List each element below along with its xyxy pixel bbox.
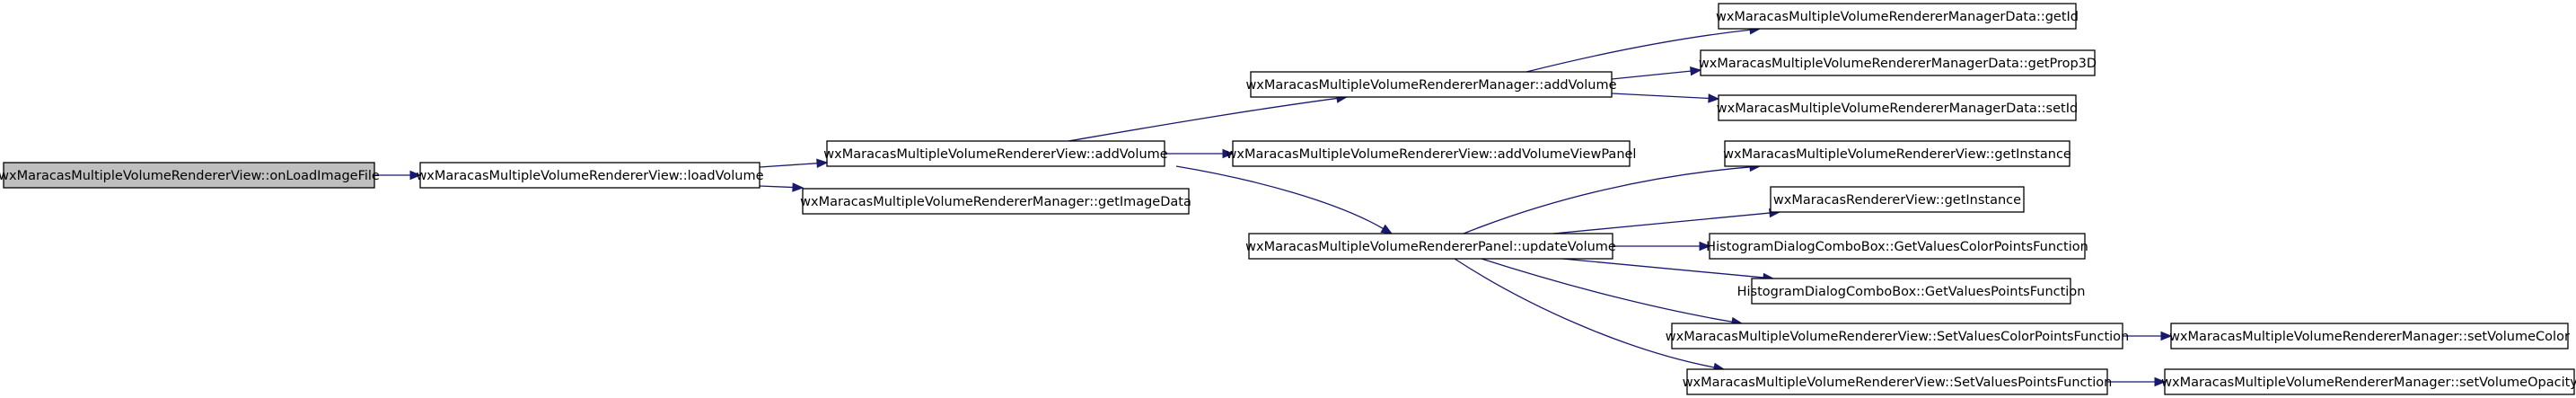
node-box[interactable] [1770, 186, 2025, 213]
node-loadVolume[interactable]: wxMaracasMultipleVolumeRendererView::loa… [416, 162, 764, 189]
edge-addVolumeMgr-to-mgrDataGetProp3D [1611, 66, 1702, 80]
edge-loadVolume-to-getImageData [759, 182, 804, 192]
edge-setValuesPoints-to-setVolumeOpacity [2107, 376, 2167, 387]
node-addVolumeMgr[interactable]: wxMaracasMultipleVolumeRendererManager::… [1245, 71, 1617, 98]
node-box[interactable] [419, 162, 760, 189]
node-setValuesPoints[interactable]: wxMaracasMultipleVolumeRendererView::Set… [1683, 368, 2113, 395]
node-rendererGetInstance[interactable]: wxMaracasRendererView::getInstance [1770, 186, 2025, 213]
node-addVolumeView[interactable]: wxMaracasMultipleVolumeRendererView::add… [823, 140, 1168, 167]
edge-updateVolume-to-viewGetInstance [1463, 162, 1762, 234]
node-label: wxMaracasMultipleVolumeRendererManager::… [2161, 376, 2576, 390]
node-setVolumeColor[interactable]: wxMaracasMultipleVolumeRendererManager::… [2169, 323, 2570, 349]
arrow-head-icon [816, 158, 829, 168]
node-label: wxMaracasMultipleVolumeRendererView::get… [1723, 147, 2071, 162]
node-label: wxMaracasRendererView::getInstance [1773, 193, 2021, 208]
node-box[interactable] [1751, 278, 2071, 305]
node-label: wxMaracasMultipleVolumeRendererView::Set… [1683, 376, 2113, 390]
edge-line [1454, 258, 1716, 368]
edge-updateVolume-to-setValuesPoints [1454, 258, 1726, 372]
arrow-head-icon [2154, 376, 2167, 387]
edge-updateVolume-to-getValuesColorPoints [1613, 241, 1711, 252]
edge-updateVolume-to-getValuesPoints [1561, 258, 1775, 283]
node-label: wxMaracasMultipleVolumeRendererManagerDa… [1717, 102, 2078, 116]
node-label: wxMaracasMultipleVolumeRendererManager::… [1245, 78, 1616, 93]
edge-updateVolume-to-setValuesColorPoints [1481, 258, 1744, 327]
edge-line [1525, 29, 1752, 73]
edge-line [759, 185, 795, 189]
node-mgrDataSetId[interactable]: wxMaracasMultipleVolumeRendererManagerDa… [1717, 94, 2078, 121]
edge-line [1611, 93, 1710, 100]
node-label: wxMaracasMultipleVolumeRendererPanel::up… [1245, 240, 1616, 254]
edge-line [759, 163, 819, 168]
edge-addVolumeView-to-updateVolume [1175, 165, 1394, 234]
node-box[interactable] [1724, 140, 2070, 167]
node-box[interactable] [1700, 49, 2096, 76]
node-box[interactable] [2170, 323, 2569, 349]
edge-line [1552, 212, 1772, 234]
node-mgrDataGetProp3D[interactable]: wxMaracasMultipleVolumeRendererManagerDa… [1699, 49, 2097, 76]
node-getValuesColorPoints[interactable]: HistogramDialogComboBox::GetValuesColorP… [1706, 233, 2088, 260]
node-box[interactable] [1718, 3, 2077, 30]
node-addVolumeViewPanel[interactable]: wxMaracasMultipleVolumeRendererView::add… [1226, 140, 1637, 167]
node-box[interactable] [1718, 94, 2077, 121]
node-box[interactable] [1250, 71, 1613, 98]
edge-addVolumeView-to-addVolumeMgr [1068, 93, 1349, 142]
edge-setValuesColorPoints-to-setVolumeColor [2123, 331, 2173, 341]
edge-addVolumeMgr-to-mgrDataSetId [1611, 93, 1720, 103]
node-box[interactable] [1232, 140, 1631, 167]
node-label: wxMaracasMultipleVolumeRendererManagerDa… [1699, 57, 2097, 71]
edge-line [1463, 166, 1752, 234]
node-box[interactable] [1709, 233, 2086, 260]
node-box[interactable] [1686, 368, 2108, 395]
arrow-head-icon [1708, 93, 1720, 103]
node-box[interactable] [1248, 233, 1613, 260]
edge-updateVolume-to-rendererGetInstance [1552, 208, 1781, 234]
node-label: HistogramDialogComboBox::GetValuesColorP… [1706, 240, 2088, 254]
arrow-head-icon [409, 170, 422, 181]
edge-line [1175, 165, 1385, 230]
edge-addVolumeView-to-addVolumeViewPanel [1165, 148, 1235, 159]
node-box[interactable] [3, 162, 375, 189]
node-setValuesColorPoints[interactable]: wxMaracasMultipleVolumeRendererView::Set… [1666, 323, 2129, 349]
arrow-head-icon [792, 182, 804, 192]
arrow-head-icon [1222, 148, 1235, 159]
node-onLoadImageFile[interactable]: wxMaracasMultipleVolumeRendererView::onL… [0, 162, 380, 189]
edge-onLoadImageFile-to-loadVolume [374, 170, 422, 181]
arrow-head-icon [2160, 331, 2173, 341]
edge-line [1481, 258, 1734, 323]
node-getValuesPoints[interactable]: HistogramDialogComboBox::GetValuesPoints… [1737, 278, 2086, 305]
node-label: wxMaracasMultipleVolumeRendererView::onL… [0, 169, 380, 183]
node-label: HistogramDialogComboBox::GetValuesPoints… [1737, 285, 2086, 299]
nodes-layer: wxMaracasMultipleVolumeRendererView::onL… [0, 3, 2576, 395]
edge-line [1611, 70, 1692, 80]
node-viewGetInstance[interactable]: wxMaracasMultipleVolumeRendererView::get… [1723, 140, 2071, 167]
node-updateVolume[interactable]: wxMaracasMultipleVolumeRendererPanel::up… [1245, 233, 1616, 260]
node-box[interactable] [826, 140, 1165, 167]
node-box[interactable] [1671, 323, 2123, 349]
node-label: wxMaracasMultipleVolumeRendererView::loa… [416, 169, 763, 183]
node-box[interactable] [802, 188, 1190, 215]
node-label: wxMaracasMultipleVolumeRendererManager::… [800, 195, 1191, 209]
arrow-head-icon [1699, 241, 1711, 252]
node-label: wxMaracasMultipleVolumeRendererView::add… [1226, 147, 1637, 162]
node-getImageData[interactable]: wxMaracasMultipleVolumeRendererManager::… [800, 188, 1191, 215]
node-label: wxMaracasMultipleVolumeRendererView::add… [823, 147, 1167, 162]
edge-loadVolume-to-addVolumeView [759, 158, 829, 168]
node-mgrDataGetId[interactable]: wxMaracasMultipleVolumeRendererManagerDa… [1716, 3, 2079, 30]
arrow-head-icon [1690, 66, 1702, 76]
edge-line [1068, 97, 1339, 142]
node-label: wxMaracasMultipleVolumeRendererManager::… [2169, 330, 2570, 344]
node-label: wxMaracasMultipleVolumeRendererManagerDa… [1716, 10, 2079, 24]
node-label: wxMaracasMultipleVolumeRendererView::Set… [1666, 330, 2129, 344]
arrow-head-icon [1380, 224, 1394, 234]
edge-line [1561, 258, 1765, 279]
node-box[interactable] [2164, 368, 2575, 395]
node-setVolumeOpacity[interactable]: wxMaracasMultipleVolumeRendererManager::… [2161, 368, 2576, 395]
